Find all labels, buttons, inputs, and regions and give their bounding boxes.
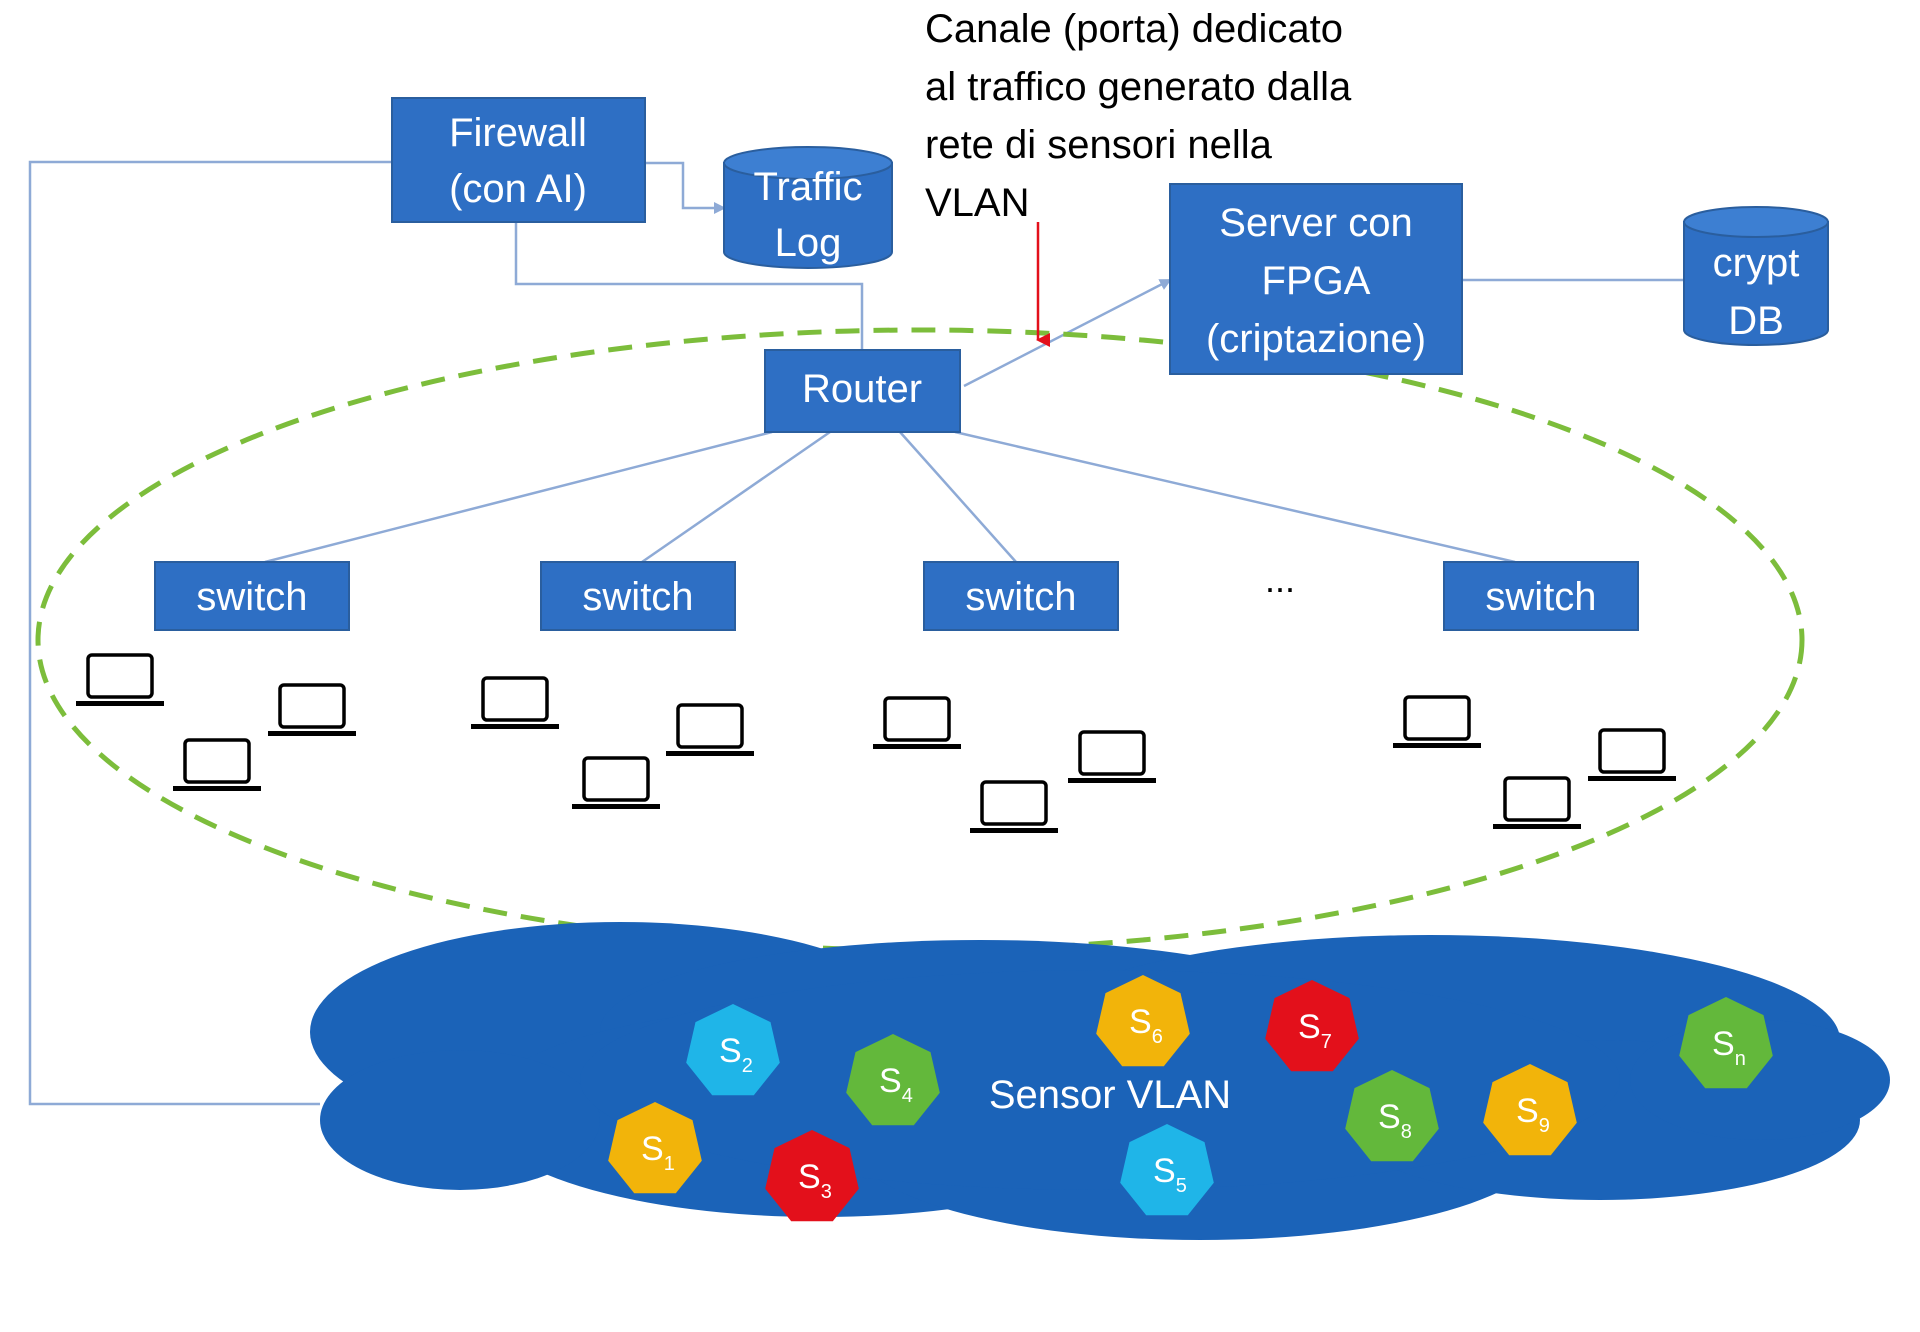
server-label-line-3: (criptazione) [1206,317,1426,361]
sensor-node: S8 [1345,1070,1439,1162]
annotation-line-1: Canale (porta) dedicato [925,7,1343,51]
router-node: Router [764,349,961,433]
laptop-icon [173,738,261,791]
more-switches-ellipsis: ... [1265,559,1295,600]
laptop-icon [1493,776,1581,829]
server-label-line-1: Server con [1219,201,1412,245]
laptop-icon [268,683,356,736]
connections [28,160,1684,1106]
sensor-vlan-label: Sensor VLAN [989,1073,1231,1117]
laptop-icon [471,676,559,729]
sensor-heptagon-icon [1345,1070,1439,1162]
sensor-heptagon-icon [765,1130,859,1222]
switch-1: switch [154,561,350,631]
server-label-line-2: FPGA [1262,259,1371,303]
laptops-group [76,653,1676,833]
sensor-label: S3 [798,1158,832,1203]
firewall-label-line-2: (con AI) [449,167,587,211]
sensor-heptagon-icon [686,1004,780,1096]
crypt-db-label-line-2: DB [1728,299,1784,343]
server-fpga-node: Server con FPGA (criptazione) [1169,183,1463,375]
sensor-node: S4 [846,1034,940,1126]
sensor-heptagon-icon [1483,1064,1577,1156]
firewall-label-line-1: Firewall [449,111,587,155]
sensor-label: S6 [1129,1003,1163,1048]
sensor-label: S4 [879,1062,913,1107]
router-to-switch-4-line [954,430,1516,564]
sensor-label: S1 [641,1130,675,1175]
sensor-node: S6 [1096,975,1190,1067]
router-label: Router [802,367,922,411]
sensor-heptagon-icon [1679,997,1773,1089]
annotation-line-3: rete di sensori nella [925,123,1273,167]
switch-2-label: switch [582,575,693,619]
switch-1-label: switch [196,575,307,619]
sensor-label: S2 [719,1032,753,1077]
firewall-node: Firewall (con AI) [391,97,646,223]
switch-2: switch [540,561,736,631]
switch-4-label: switch [1485,575,1596,619]
laptop-icon [1068,730,1156,783]
laptop-icon [572,756,660,809]
sensor-node: S1 [608,1102,702,1194]
sensor-node: S3 [765,1130,859,1222]
router-to-switch-2-line [641,430,831,564]
sensor-label: S8 [1378,1098,1412,1143]
laptop-icon [666,703,754,756]
sensor-label: S7 [1298,1008,1332,1053]
switch-3-label: switch [965,575,1076,619]
laptop-icon [970,780,1058,833]
router-to-switch-1-line [264,430,773,564]
laptop-icon [873,696,961,749]
laptop-icon [76,653,164,706]
sensor-label: Sn [1712,1025,1746,1070]
sensor-heptagon-icon [1265,980,1359,1072]
sensor-heptagon-icon [1120,1124,1214,1216]
sensor-node: S2 [686,1004,780,1096]
router-to-switch-3-line [899,431,1017,563]
traffic-log-label-line-2: Log [775,221,842,265]
firewall-to-router-line [514,220,864,350]
laptop-icon [1588,728,1676,781]
sensor-heptagon-icon [1096,975,1190,1067]
sensor-heptagon-icon [608,1102,702,1194]
sensor-label: S5 [1153,1152,1187,1197]
firewall-to-traffic-log-arrow [645,161,726,214]
crypt-db-database: crypt DB [1683,206,1829,346]
sensor-node: S7 [1265,980,1359,1072]
sensor-node: Sn [1679,997,1773,1089]
annotation-line-2: al traffico generato dalla [925,65,1352,109]
switch-4: switch [1443,561,1639,631]
traffic-log-label-line-1: Traffic [754,165,863,209]
annotation-line-4: VLAN [925,181,1030,225]
sensor-heptagon-icon [846,1034,940,1126]
switch-3: switch [923,561,1119,631]
sensor-node: S5 [1120,1124,1214,1216]
sensor-node: S9 [1483,1064,1577,1156]
laptop-icon [1393,695,1481,748]
sensor-label: S9 [1516,1092,1550,1137]
channel-annotation: Canale (porta) dedicato al traffico gene… [925,7,1352,347]
traffic-log-database: Traffic Log [723,146,893,269]
crypt-db-label-line-1: crypt [1713,241,1800,285]
firewall-to-sensor-vlan-line [28,160,392,1106]
